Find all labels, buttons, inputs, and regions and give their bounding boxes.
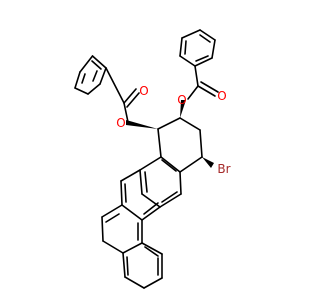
oxygen-label-ester-1-carbonyl: O xyxy=(139,84,148,98)
wedge-bond xyxy=(126,120,158,129)
oxygen-label-ester-2-link: O xyxy=(177,93,186,107)
chemical-structure: O O O O Br xyxy=(74,29,231,289)
wedge-bond xyxy=(180,100,186,118)
stereo-bonds xyxy=(126,100,214,168)
bond-lines xyxy=(74,29,219,289)
atom-labels: O O O O Br xyxy=(116,84,230,176)
oxygen-label-ester-2-carbonyl: O xyxy=(217,89,226,103)
wedge-bond xyxy=(202,157,214,168)
bromine-label: Br xyxy=(217,162,230,176)
oxygen-label-ester-1-link: O xyxy=(116,116,125,130)
